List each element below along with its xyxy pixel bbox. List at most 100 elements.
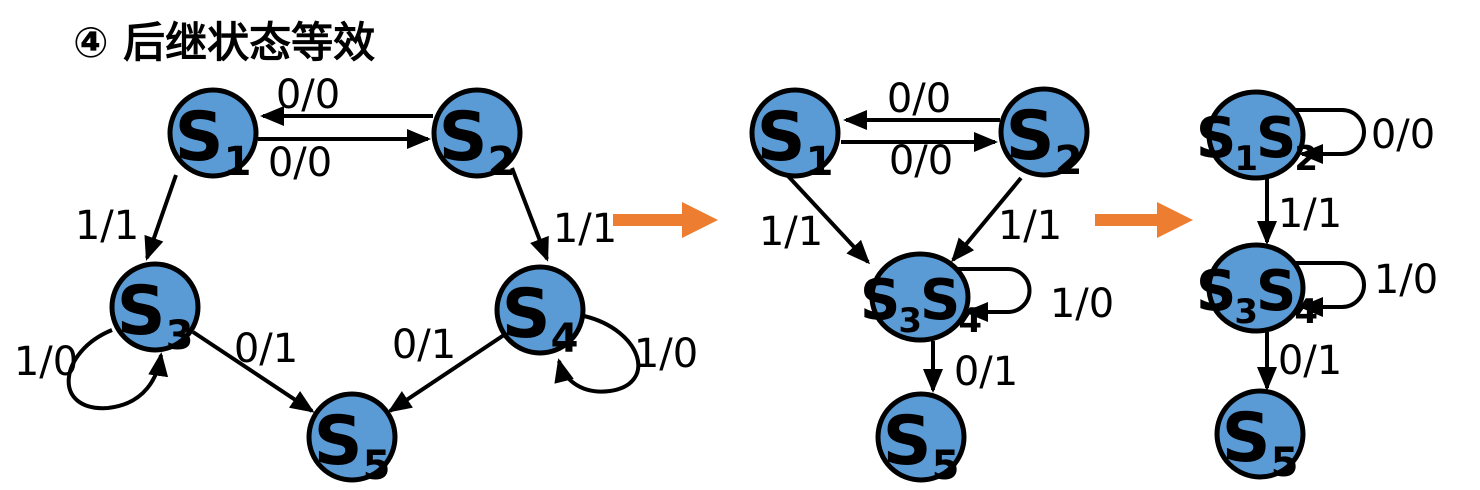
edge-line	[191, 330, 315, 413]
state-label-main: S	[1006, 97, 1055, 176]
state-label-main: S	[175, 98, 224, 177]
edge-loop	[1294, 108, 1366, 164]
edge-label: 0/1	[234, 326, 298, 372]
edge-s3s4-s5: 0/1	[923, 341, 1018, 395]
edge-label: 0/1	[1278, 338, 1342, 384]
state-label-main: S	[1222, 399, 1271, 478]
state-node-s3s4: S3S4	[1196, 242, 1319, 334]
state-label-main: S	[1256, 106, 1294, 171]
state-circle	[306, 391, 398, 483]
edge-s3s4-self-loop: 1/0	[1294, 257, 1438, 317]
edge-s3-s5: 0/1	[191, 326, 315, 413]
state-label-sub: 5	[1271, 440, 1299, 486]
state-label: S1	[175, 98, 252, 185]
state-label-main: S	[314, 402, 363, 481]
state-label: S3	[117, 272, 194, 359]
edge-label: 1/1	[75, 203, 139, 249]
edge-label: 1/0	[1374, 257, 1438, 303]
state-label-main: S	[920, 268, 958, 333]
state-circle	[167, 87, 259, 179]
edge-label: 1/0	[634, 331, 698, 377]
edge-label: 1/1	[553, 206, 617, 252]
edge-label: 0/0	[1371, 112, 1435, 158]
state-label-sub: 4	[958, 301, 981, 341]
state-circle	[1206, 89, 1306, 181]
state-label-sub: 1	[224, 139, 252, 185]
edge-label: 1/1	[1278, 191, 1342, 237]
state-label-sub: 1	[1234, 139, 1256, 179]
state-label-main: S	[1196, 106, 1234, 171]
edge-label: 1/0	[1050, 281, 1114, 327]
state-circle	[1206, 242, 1306, 334]
state-label: S5	[883, 402, 960, 489]
edge-label: 0/1	[954, 349, 1018, 395]
state-label: S2	[439, 98, 516, 185]
state-node-s3s4: S3S4	[860, 251, 983, 343]
state-label-main: S	[439, 98, 488, 177]
state-label-sub: 2	[1055, 138, 1083, 184]
state-label-sub: 3	[166, 313, 194, 359]
diagram-merged-s1s2: 0/0 1/1 1/0 0/1 S1S2 S3S4 S5	[1196, 89, 1438, 486]
edge-s3-self-loop: 1/0	[14, 328, 169, 411]
state-node-s5: S5	[1214, 388, 1306, 486]
state-circle	[1214, 388, 1306, 480]
edge-loop	[66, 328, 169, 411]
edge-s3s4-self-loop: 1/0	[958, 267, 1114, 327]
state-label-sub: 2	[488, 139, 516, 185]
edge-s1s2-s3s4: 1/1	[1257, 179, 1342, 245]
state-node-s5: S5	[306, 391, 398, 489]
edge-s1-s3: 1/1	[75, 174, 178, 261]
state-node-s1: S1	[167, 87, 259, 185]
edge-s3s4-s5: 0/1	[1257, 332, 1342, 391]
edge-line	[786, 174, 871, 265]
edge-loop	[1294, 261, 1366, 317]
state-circle	[998, 86, 1090, 178]
state-node-s2: S2	[998, 86, 1090, 184]
state-circle	[875, 391, 967, 483]
edge-label: 1/1	[759, 209, 823, 255]
state-circle	[749, 87, 841, 179]
diagram-original: 0/0 0/0 1/1 1/1 1/0 1/0 0/1 0/1	[14, 72, 698, 489]
state-label: S3S4	[860, 268, 981, 341]
edge-s1-s2: 0/0	[258, 129, 431, 186]
state-circle	[494, 264, 586, 356]
state-label-sub: 4	[551, 316, 579, 362]
edge-line	[387, 333, 506, 413]
state-node-s1: S1	[749, 87, 841, 185]
transform-arrow-right-icon	[613, 202, 718, 238]
edge-label: 0/1	[392, 322, 456, 368]
state-node-s2: S2	[431, 87, 523, 185]
edge-s2-s3s4: 1/1	[951, 176, 1062, 263]
state-node-s5: S5	[875, 391, 967, 489]
edge-s1-s3s4: 1/1	[759, 174, 871, 265]
state-label-sub: 1	[806, 139, 834, 185]
state-label: S1	[757, 98, 834, 185]
edge-s2-s1: 0/0	[843, 76, 1000, 130]
edge-s4-self-loop: 1/0	[554, 314, 698, 394]
edge-s4-s5: 0/1	[387, 322, 506, 413]
edge-label: 0/0	[268, 140, 332, 186]
state-label-main: S	[1196, 259, 1234, 324]
edge-loop	[958, 267, 1032, 322]
state-label: S5	[314, 402, 391, 489]
edge-label: 0/0	[887, 76, 951, 122]
page-title: ④ 后继状态等效	[73, 18, 375, 67]
state-label-sub: 2	[1294, 139, 1316, 179]
state-label: S3S4	[1196, 259, 1317, 332]
edge-s1s2-self-loop: 0/0	[1294, 108, 1435, 164]
state-circle	[431, 87, 523, 179]
edge-label: 0/0	[276, 72, 340, 118]
state-circle	[109, 261, 201, 353]
edge-line	[951, 176, 1023, 263]
edge-line	[510, 167, 549, 262]
edge-label: 1/1	[998, 203, 1062, 249]
state-label-sub: 5	[363, 443, 391, 489]
state-label-main: S	[757, 98, 806, 177]
state-circle	[869, 251, 971, 343]
edge-s2-s4: 1/1	[510, 167, 617, 262]
state-label-main: S	[860, 268, 898, 333]
edge-loop	[554, 314, 641, 394]
edge-label: 0/0	[889, 138, 953, 184]
